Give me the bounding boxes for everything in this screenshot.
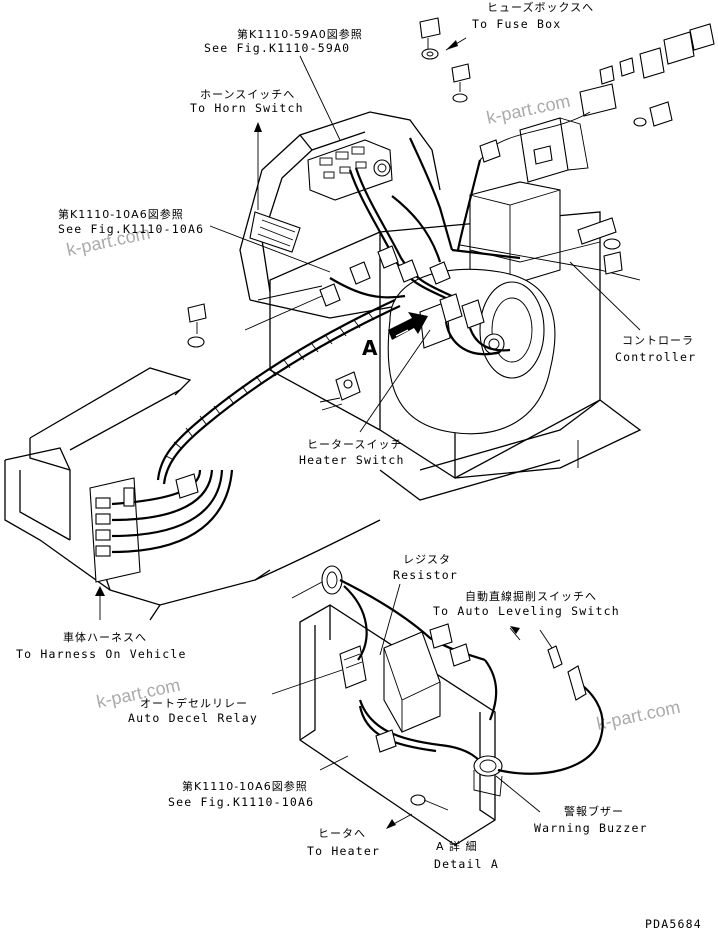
horn-switch-en: To Horn Switch — [190, 101, 304, 115]
horn-switch-jp: ホーンスイッチへ — [200, 88, 295, 101]
see-fig-10a6-top-en: See Fig.K1110-10A6 — [58, 222, 204, 236]
detail-a-assembly — [291, 565, 604, 846]
detail-a-title-en: Detail A — [434, 857, 499, 871]
auto-decel-relay-en: Auto Decel Relay — [128, 711, 258, 725]
to-heater-en: To Heater — [307, 844, 380, 858]
see-fig-10a6-top-jp: 第K1110-10A6図参照 — [58, 207, 184, 221]
heater-switch-part — [319, 371, 361, 411]
fuse-connectors — [456, 23, 715, 263]
harness-on-vehicle-en: To Harness On Vehicle — [16, 647, 187, 661]
tape-wraps — [165, 311, 375, 461]
leader-lines — [95, 37, 641, 829]
harness-on-vehicle-jp: 車体ハーネスへ — [63, 630, 147, 644]
see-fig-10a6-bottom-jp: 第K1110-10A6図参照 — [182, 779, 308, 793]
see-fig-59a0-en: See Fig.K1110-59A0 — [204, 41, 350, 55]
warning-buzzer-en: Warning Buzzer — [534, 821, 648, 835]
warning-buzzer-jp: 警報ブザー — [564, 804, 624, 818]
detail-a-title-jp: A 詳 細 — [436, 839, 478, 853]
floor-plate — [4, 367, 561, 621]
auto-leveling-jp: 自動直線掘削スイッチへ — [465, 589, 597, 603]
see-fig-10a6-bottom-en: See Fig.K1110-10A6 — [168, 795, 314, 809]
see-fig-59a0-jp: 第K1110-59A0図参照 — [237, 27, 363, 41]
auto-leveling-en: To Auto Leveling Switch — [433, 604, 620, 618]
drawing-number: PDA5684 — [645, 917, 702, 931]
upper-harness — [156, 137, 641, 485]
seat-frame — [269, 211, 642, 479]
controller-en: Controller — [615, 350, 696, 364]
heater-connectors — [439, 293, 511, 356]
auto-decel-relay-jp: オートデセルリレー — [140, 696, 248, 710]
fuse-box-en: To Fuse Box — [472, 17, 561, 31]
detail-a-marker: A — [362, 336, 378, 360]
resistor-en: Resistor — [393, 568, 458, 582]
fuse-box-jp: ヒューズボックスへ — [487, 0, 594, 14]
vehicle-connectors — [89, 469, 234, 583]
resistor-jp: レジスタ — [403, 553, 451, 566]
fasteners — [187, 17, 673, 348]
detail-a-arrow — [388, 312, 428, 340]
heater-switch-jp: ヒータースイッチ — [307, 438, 402, 451]
to-heater-jp: ヒータへ — [318, 827, 366, 840]
heater-switch-en: Heater Switch — [299, 453, 405, 467]
watermark: k-part.com — [595, 697, 682, 734]
controller-jp: コントローラ — [622, 334, 694, 347]
